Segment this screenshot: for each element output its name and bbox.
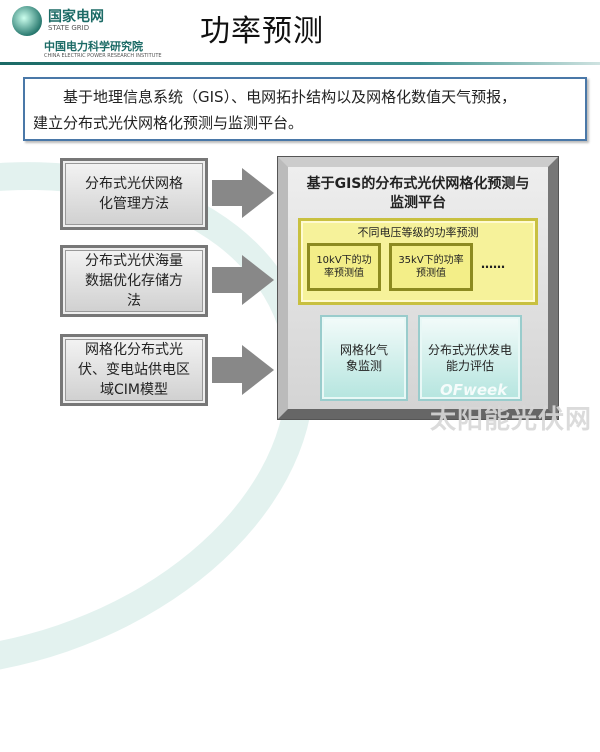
weather-monitoring-box: 网格化气象监测 xyxy=(320,315,408,401)
institute-english: CHINA ELECTRIC POWER RESEARCH INSTITUTE xyxy=(44,53,162,59)
platform-title: 基于GIS的分布式光伏网格化预测与监测平台 xyxy=(306,176,530,211)
state-grid-logo-icon xyxy=(12,6,42,36)
watermark-brand: OFweek xyxy=(440,381,508,399)
intro-box: 基于地理信息系统（GIS）、电网拓扑结构以及网格化数值天气预报， 建立分布式光伏… xyxy=(23,77,587,141)
voltage-forecast-box: 不同电压等级的功率预测 10kV下的功率预测值 35kV下的功率预测值 …… xyxy=(298,218,538,305)
method-box-management: 分布式光伏网格化管理方法 xyxy=(60,158,208,230)
logo-english: STATE GRID xyxy=(48,24,90,32)
intro-line-2: 建立分布式光伏网格化预测与监测平台。 xyxy=(33,114,304,132)
method-box-storage: 分布式光伏海量数据优化存储方法 xyxy=(60,245,208,317)
module-label: 分布式光伏发电能力评估 xyxy=(428,343,513,373)
forecast-label: 35kV下的功率预测值 xyxy=(398,255,464,279)
forecast-35kv-box: 35kV下的功率预测值 xyxy=(389,243,473,291)
platform-box: 基于GIS的分布式光伏网格化预测与监测平台 不同电压等级的功率预测 10kV下的… xyxy=(277,156,559,420)
institute-name: 中国电力科学研究院 xyxy=(44,40,143,53)
page-title: 功率预测 xyxy=(200,14,324,49)
method-box-cim-model: 网格化分布式光伏、变电站供电区域CIM模型 xyxy=(60,334,208,406)
capacity-assessment-box: 分布式光伏发电能力评估 xyxy=(418,315,522,401)
method-label: 网格化分布式光伏、变电站供电区域CIM模型 xyxy=(78,342,190,398)
voltage-forecast-title: 不同电压等级的功率预测 xyxy=(357,226,479,239)
more-ellipsis: …… xyxy=(481,257,505,271)
logo-text: 国家电网 xyxy=(48,9,104,25)
module-label: 网格化气象监测 xyxy=(339,343,388,373)
watermark-site: 太阳能光伏网 xyxy=(430,405,593,435)
arrow-right-icon xyxy=(212,255,274,305)
intro-line-1: 基于地理信息系统（GIS）、电网拓扑结构以及网格化数值天气预报， xyxy=(63,88,517,106)
header-divider xyxy=(0,62,600,65)
method-label: 分布式光伏网格化管理方法 xyxy=(85,176,183,212)
arrow-right-icon xyxy=(212,168,274,218)
method-label: 分布式光伏海量数据优化存储方法 xyxy=(85,253,183,309)
arrow-right-icon xyxy=(212,345,274,395)
forecast-10kv-box: 10kV下的功率预测值 xyxy=(307,243,381,291)
forecast-label: 10kV下的功率预测值 xyxy=(316,255,372,279)
